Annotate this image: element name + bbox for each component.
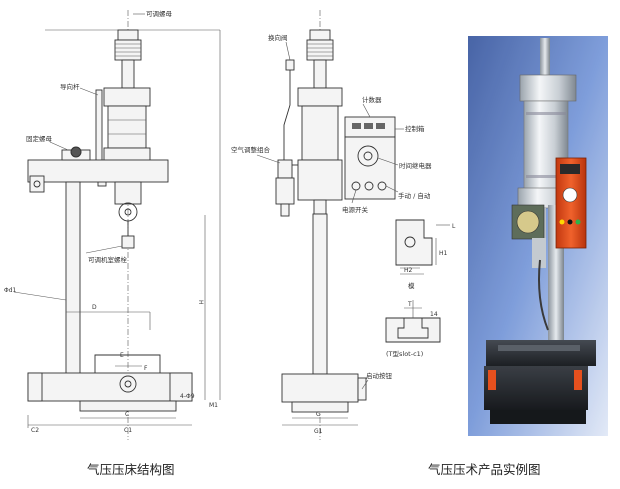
- middle-structure-diagram: G G1 换向阀 计数器 控制箱 空气调整组合 时间继电器 手动 / 自动 电源…: [231, 10, 432, 440]
- label-time-relay: 时间继电器: [399, 161, 432, 170]
- label-stroke-bolt: 可调机室螺栓: [88, 255, 128, 264]
- detail-drawings: L H1 H2 模 T 14 (T型slot-c1): [385, 219, 456, 358]
- detail-top-small: T: [407, 301, 412, 308]
- dim-g1-label: G1: [314, 428, 323, 435]
- detail-dim-h2: H2: [404, 267, 413, 274]
- caption-product-photo: 气压压术产品实例图: [428, 462, 541, 477]
- dim-e-label: E: [120, 352, 124, 359]
- label-adjust-nut: 可调螺母: [146, 9, 173, 18]
- label-guide-rod: 导向杆: [60, 82, 80, 91]
- dim-f-label: F: [144, 365, 148, 372]
- label-air-valve: 空气调整组合: [231, 145, 271, 154]
- dim-h-label: H: [197, 300, 204, 305]
- label-power-switch: 电源开关: [342, 205, 369, 214]
- detail-dim-l: L: [452, 223, 456, 230]
- dim-g-label: G: [316, 411, 321, 418]
- caption-structure-diagram: 气压压床结构图: [87, 462, 175, 477]
- detail-bottom-dim: 14: [430, 311, 438, 318]
- dim-c-label: C: [125, 411, 129, 418]
- label-control-box: 控制箱: [405, 124, 425, 133]
- label-lock-nut: 固定螺母: [26, 134, 53, 143]
- detail-bottom-caption: (T型slot-c1): [386, 349, 423, 358]
- detail-dim-h1: H1: [439, 250, 448, 257]
- dim-hole-label: 4-Φ9: [180, 393, 195, 400]
- label-manual-auto: 手动 / 自动: [398, 191, 431, 200]
- label-auto-button: 启动按钮: [366, 371, 393, 380]
- label-air-inlet: 换向阀: [268, 33, 288, 42]
- dim-c2-label: C2: [31, 427, 39, 434]
- dim-d-label: D: [92, 304, 97, 311]
- dim-c1-label: C1: [124, 427, 132, 434]
- left-structure-diagram: D E F C C1 C2 M1 4-Φ9 H Φd1 可调螺母: [4, 9, 221, 440]
- detail-mid-caption: 模: [408, 281, 415, 290]
- dim-phi-d1-label: Φd1: [4, 287, 17, 294]
- dim-m1-label: M1: [209, 402, 218, 409]
- product-photo: [468, 36, 608, 436]
- label-counter: 计数器: [362, 95, 382, 104]
